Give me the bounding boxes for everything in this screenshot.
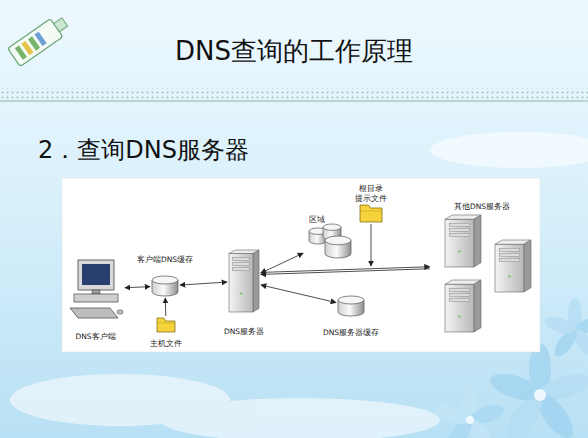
query-arrow: [125, 287, 150, 288]
client-computer: DNS客户端: [68, 258, 123, 320]
diagram-panel: [62, 178, 540, 352]
node-label: 区域: [302, 215, 332, 224]
client-computer-outline: [68, 258, 123, 320]
zone-disks: 区域: [305, 224, 353, 258]
query-arrow: [261, 253, 303, 273]
cache-disk-outline: [152, 276, 178, 296]
header-band: [0, 88, 588, 101]
cache-disk-outline: [338, 296, 364, 316]
node-label: 客户端DNS缓存: [130, 255, 200, 264]
server-tower-outline: [229, 250, 259, 312]
slide-title: DNS查询的工作原理: [0, 34, 588, 69]
root-hints-arrow: [371, 224, 372, 266]
node-label: DNS客户端: [66, 332, 126, 341]
query-arrow: [165, 298, 166, 316]
cache-disk: 客户端DNS缓存: [152, 276, 178, 296]
file-folder-outline: [157, 318, 175, 332]
query-arrow: [180, 282, 227, 285]
zone-disks-outline: [305, 224, 353, 258]
file-folder-outline: [360, 205, 382, 222]
node-label: 主机文件: [146, 339, 186, 348]
network-plug-icon: [8, 13, 71, 67]
file-folder: 主机文件: [157, 318, 175, 332]
node-label: DNS服务器: [214, 327, 274, 336]
server-group-outline: [432, 212, 532, 334]
query-arrow: [261, 285, 336, 303]
file-folder: 根目录 提示文件: [360, 205, 382, 222]
query-arrow: [261, 269, 430, 275]
subheading: 2．查询DNS服务器: [38, 134, 249, 166]
server-tower: DNS服务器: [229, 250, 259, 312]
query-arrow: [261, 267, 430, 273]
clouds: [10, 132, 588, 438]
node-label: 根目录 提示文件: [355, 184, 387, 203]
node-label: 其他DNS服务器: [442, 202, 522, 211]
node-label: DNS服务器缓存: [316, 328, 386, 337]
server-group: 其他DNS服务器: [432, 212, 532, 334]
cache-disk: DNS服务器缓存: [338, 296, 364, 316]
